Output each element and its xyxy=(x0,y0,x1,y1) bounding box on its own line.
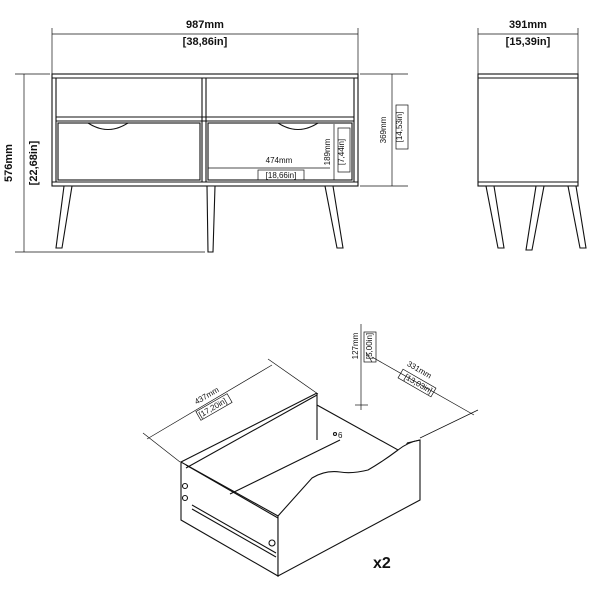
drawer-width-dim-line xyxy=(146,364,273,440)
drawer-height-mm: 127mm xyxy=(351,332,360,359)
drawer-left-side-top-edge xyxy=(185,464,279,519)
body-height-in: [14,53in] xyxy=(395,112,404,143)
drawer-bottom-edge-left xyxy=(185,394,318,469)
drawer-quantity: x2 xyxy=(373,555,391,572)
height-mm: 576mm xyxy=(3,144,15,182)
drawer-height-in: [5,00in] xyxy=(365,333,374,359)
drawer-height-in-box xyxy=(363,331,377,363)
side-panel xyxy=(477,73,579,187)
drawer-depth-dim-line xyxy=(371,356,475,416)
side-depth-in: [15,39in] xyxy=(506,36,551,48)
drawer-depth-in-box xyxy=(397,368,437,398)
height-in: [22,68in] xyxy=(28,140,40,185)
leg-front-right xyxy=(324,185,344,249)
compartment-width-mm: 474mm xyxy=(266,156,293,165)
drawer-left-side xyxy=(180,461,279,577)
cabinet-body xyxy=(51,73,359,187)
drawer-width-ext-right xyxy=(267,358,319,395)
drawer-screw-hole-3 xyxy=(268,539,276,547)
body-height-in-box xyxy=(395,104,409,150)
drawer-handle-cutout-right xyxy=(277,122,319,131)
drawer-part-mark-dot xyxy=(332,431,338,437)
drawer-view: 437mm [17,20in] 331mm [13,03in] 127mm [5… xyxy=(142,324,479,577)
drawer-depth-ext-top xyxy=(365,351,373,363)
drawer-depth-ext-bottom xyxy=(419,409,479,439)
drawer-front-top-edge xyxy=(406,439,421,444)
drawer-runner xyxy=(191,504,277,554)
drawer-inner-floor-line xyxy=(229,439,341,495)
drawer-width-ext-left xyxy=(142,432,181,463)
drawer-front-left xyxy=(57,122,201,181)
compartment-height-in: [7,44in] xyxy=(337,139,346,165)
front-width-mm: 987mm xyxy=(186,19,224,31)
side-depth-mm: 391mm xyxy=(509,19,547,31)
side-leg-3 xyxy=(567,185,587,249)
front-width-in: [38,86in] xyxy=(183,36,228,48)
drawer-width-in-box xyxy=(195,393,233,421)
front-view: 987mm [38,86in] 474mm [18,66in] 189mm [7… xyxy=(3,19,409,253)
drawer-back-panel xyxy=(316,393,408,456)
drawer-top-edge-left xyxy=(180,392,318,463)
leg-front-left xyxy=(55,185,73,249)
compartment-width-in: [18,66in] xyxy=(266,171,297,180)
side-leg-1 xyxy=(485,185,505,249)
drawer-runner-2 xyxy=(191,508,277,558)
side-view: 391mm [15,39in] xyxy=(477,19,587,251)
drawer-screw-hole-1 xyxy=(181,482,189,490)
drawer-screw-hole-2 xyxy=(181,494,189,502)
compartment-height-mm: 189mm xyxy=(323,138,332,165)
side-leg-2 xyxy=(525,185,545,251)
body-height-mm: 369mm xyxy=(379,116,388,143)
drawer-handle-cutout-left xyxy=(87,122,129,131)
leg-front-middle xyxy=(206,185,216,253)
drawer-part-mark: 6 xyxy=(338,431,343,440)
compartment-width-in-box xyxy=(257,169,305,181)
compartment-height-in-box xyxy=(337,127,351,173)
